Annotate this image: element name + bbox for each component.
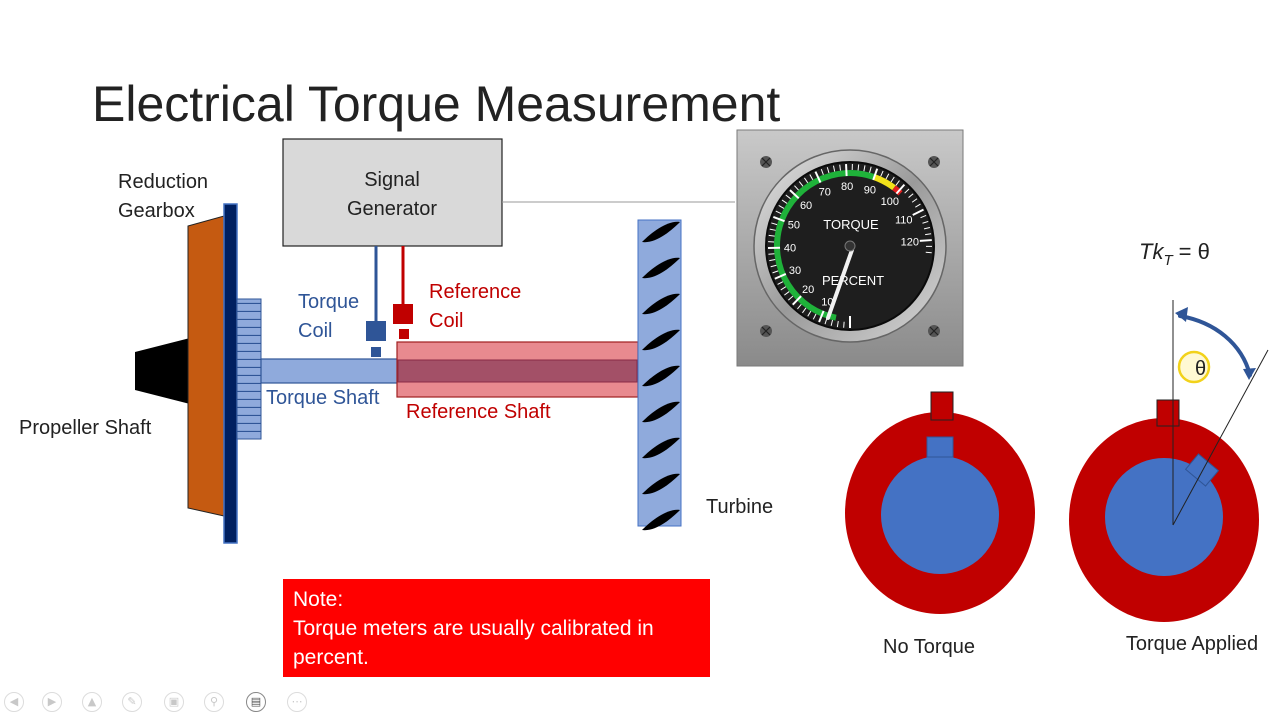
- next-icon[interactable]: ▶: [42, 692, 62, 712]
- torque-shaft-inner: [398, 360, 637, 382]
- note-line1: Torque meters are usually calibrated in: [293, 614, 700, 643]
- formula-base: Tk: [1139, 239, 1164, 264]
- slide-title: Electrical Torque Measurement: [92, 76, 780, 132]
- pen-icon[interactable]: ✎: [122, 692, 142, 712]
- slides-icon[interactable]: ▣: [164, 692, 184, 712]
- gauge-tick-label: 110: [895, 214, 913, 226]
- gauge-tick: [920, 240, 932, 241]
- prev-icon[interactable]: ◀: [4, 692, 24, 712]
- torque-applied-label: Torque Applied: [1126, 633, 1258, 655]
- gauge-tick: [858, 164, 859, 170]
- formula-rhs: = θ: [1179, 239, 1210, 264]
- note-heading: Note:: [293, 585, 700, 614]
- gauge-tick-label: 90: [864, 184, 876, 196]
- zoom-icon[interactable]: ⚲: [204, 692, 224, 712]
- reference-shaft-label: Reference Shaft: [406, 401, 551, 423]
- gauge-tick-label: 80: [841, 181, 853, 193]
- gauge-tick-label: 40: [784, 242, 796, 254]
- gauge-tick: [768, 254, 774, 255]
- gauge-tick-label: 120: [901, 237, 919, 249]
- gearbox-plate: [224, 204, 237, 543]
- gauge-tick-label: 20: [802, 284, 814, 296]
- torque-coil: [366, 321, 386, 341]
- gauge-bottom-label: PERCENT: [822, 273, 884, 288]
- reduction-gearbox-label-line1: Reduction: [118, 171, 208, 193]
- no-torque-inner-disc: [881, 456, 999, 574]
- reduction-gearbox-label-line2: Gearbox: [118, 200, 195, 222]
- gearbox-housing: [188, 216, 224, 516]
- note-line2: percent.: [293, 643, 700, 672]
- no-torque-reference-marker: [931, 392, 953, 420]
- reference-coil-label-line1: Reference: [429, 281, 521, 303]
- note-box: Note: Torque meters are usually calibrat…: [283, 579, 710, 677]
- torque-coil-label-line1: Torque: [298, 291, 359, 313]
- gauge-tick-label: 100: [881, 196, 899, 208]
- gauge-tick-label: 50: [788, 220, 800, 232]
- more-icon[interactable]: ⋯: [287, 692, 307, 712]
- gauge-tick-label: 30: [789, 265, 801, 277]
- formula-subscript: T: [1163, 252, 1174, 269]
- signal-generator-label-line1: Signal: [364, 169, 420, 191]
- reference-pickup: [399, 329, 409, 339]
- subtitles-icon[interactable]: ▤: [246, 692, 266, 712]
- gauge-top-label: TORQUE: [823, 217, 879, 232]
- gear-teeth: [237, 299, 261, 439]
- twist-arrow-head-top: [1175, 307, 1188, 322]
- gauge-pivot: [845, 241, 855, 251]
- torque-pickup: [371, 347, 381, 357]
- torque-shaft-label: Torque Shaft: [266, 387, 380, 409]
- propeller-shaft-label: Propeller Shaft: [19, 417, 152, 439]
- twist-arrow-head-bottom: [1243, 368, 1256, 380]
- signal-generator-box: [283, 139, 502, 246]
- pointer-icon[interactable]: ▲: [82, 692, 102, 712]
- signal-generator-label-line2: Generator: [347, 198, 437, 220]
- slideshow-toolbar: ◀ ▶ ▲ ✎ ▣ ⚲ ▤ ⋯: [0, 692, 320, 716]
- no-torque-torque-marker: [927, 437, 953, 457]
- torque-shaft: [261, 359, 398, 383]
- torque-coil-label-line2: Coil: [298, 320, 332, 342]
- torque-applied-reference-marker: [1157, 400, 1179, 426]
- gauge-tick-label: 70: [819, 187, 831, 199]
- gauge-tick-label: 60: [800, 200, 812, 212]
- turbine-label: Turbine: [706, 496, 773, 518]
- propeller-shaft-hub: [135, 338, 190, 404]
- no-torque-label: No Torque: [883, 636, 975, 658]
- reference-coil: [393, 304, 413, 324]
- formula: TkT = θ: [1139, 239, 1210, 269]
- reference-coil-label-line2: Coil: [429, 310, 463, 332]
- gauge-tick: [846, 164, 847, 176]
- theta-label: θ: [1195, 358, 1206, 380]
